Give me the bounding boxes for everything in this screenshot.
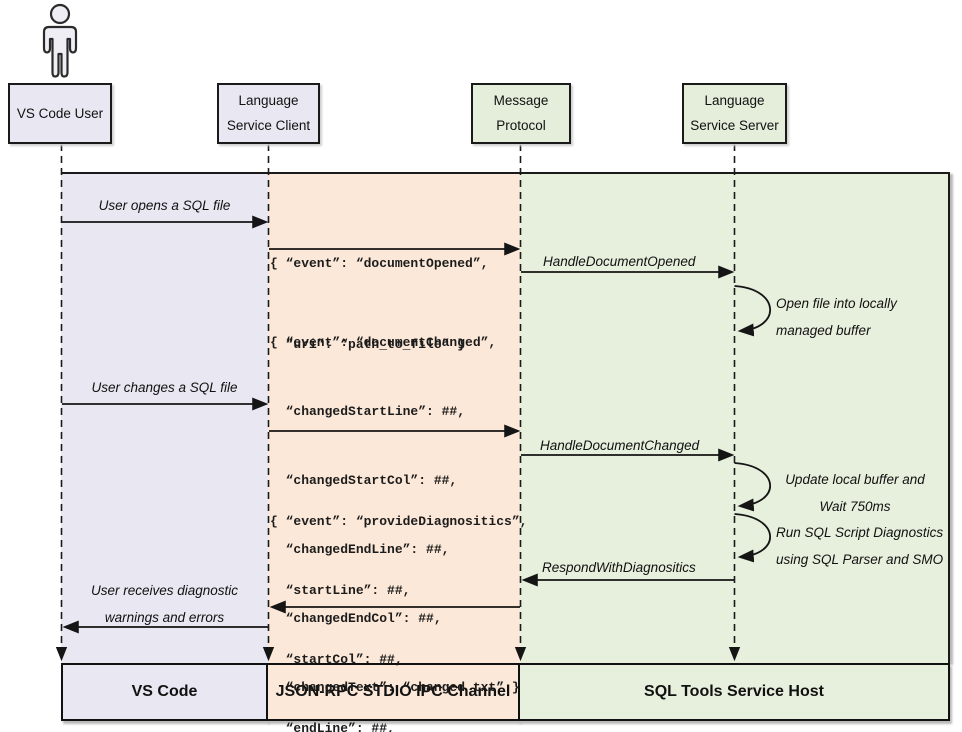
- label-user-changes-sql-file: User changes a SQL file: [91, 380, 238, 395]
- json-line: “changedEndLine”: ##,: [270, 542, 450, 557]
- label-user-receives-diagnostics: User receives diagnostic warnings and er…: [61, 577, 268, 631]
- actor-box-language-service-server: Language Service Server: [682, 83, 787, 144]
- json-line: “changedStartCol”: ##,: [270, 473, 458, 488]
- lane-ipc-channel: [268, 172, 520, 663]
- actor-label-line1: Message: [493, 93, 549, 108]
- json-line: “endLine”: ##,: [270, 721, 395, 732]
- actor-label-line1: Language: [238, 93, 299, 108]
- actor-label-line1: Language: [704, 93, 765, 108]
- json-line: { “event”: “documentChanged”,: [270, 335, 497, 350]
- json-payload-document-changed: { “event”: “documentChanged”, “changedSt…: [270, 285, 520, 732]
- json-line: “startCol”: ##,: [270, 652, 403, 667]
- lane-vscode: [61, 172, 268, 663]
- json-payload-document-opened: { “event”: “documentOpened”, “uri”: “pat…: [270, 196, 488, 412]
- footer-box-sql-tools-service-host: SQL Tools Service Host: [518, 663, 950, 721]
- json-payload-provide-diagnostics: { “event”: “provideDiagnositics”, “start…: [270, 464, 527, 732]
- note-line2: using SQL Parser and SMO: [776, 552, 944, 567]
- note-open-file-into-buffer: Open file into locally managed buffer: [776, 290, 897, 344]
- person-head: [49, 3, 71, 25]
- actor-label: VS Code User: [16, 105, 104, 121]
- label-line2: warnings and errors: [104, 610, 225, 625]
- label-handle-document-opened: HandleDocumentOpened: [543, 254, 696, 269]
- label-respond-with-diagnostics: RespondWithDiagnositics: [542, 560, 696, 575]
- actor-label-line2: Protocol: [496, 118, 546, 133]
- json-line: “uri”: “path_to_file” }: [270, 337, 466, 352]
- person-icon: [42, 3, 78, 78]
- json-line: “startLine”: ##,: [270, 583, 411, 598]
- json-line: { “event”: “provideDiagnositics”,: [270, 514, 528, 529]
- actor-box-language-service-client: Language Service Client: [217, 83, 320, 144]
- lane-service-host: [520, 172, 950, 663]
- person-body: [42, 25, 78, 78]
- note-line2: Wait 750ms: [819, 499, 891, 514]
- label-handle-document-changed: HandleDocumentChanged: [540, 438, 700, 453]
- json-line: “changedStartLine”: ##,: [270, 404, 466, 419]
- label-user-opens-sql-file: User opens a SQL file: [98, 198, 231, 213]
- note-run-sql-script-diagnostics: Run SQL Script Diagnostics using SQL Par…: [776, 519, 943, 573]
- actor-box-message-protocol: Message Protocol: [471, 83, 571, 144]
- footer-box-jsonrpc-channel: JSON-RPC STDIO IPC Channel: [266, 663, 520, 721]
- json-line: { “event”: “documentOpened”,: [270, 256, 489, 271]
- note-line2: managed buffer: [776, 323, 871, 338]
- actor-label-line2: Service Client: [226, 118, 311, 133]
- note-line1: Open file into locally: [776, 296, 897, 311]
- json-line: “changedEndCol”: ##,: [270, 611, 442, 626]
- actor-label-line2: Service Server: [690, 118, 779, 133]
- footer-box-vscode: VS Code: [61, 663, 268, 721]
- footer-label: JSON-RPC STDIO IPC Channel: [275, 683, 511, 700]
- json-line: “changedText”: “changed txt” }: [270, 680, 520, 695]
- actor-box-vscode-user: VS Code User: [8, 83, 112, 144]
- note-line1: Run SQL Script Diagnostics: [776, 525, 944, 540]
- label-line1: User receives diagnostic: [90, 583, 239, 598]
- note-line1: Update local buffer and: [785, 472, 925, 487]
- footer-label: VS Code: [131, 683, 198, 700]
- note-update-local-buffer: Update local buffer and Wait 750ms: [770, 466, 940, 520]
- footer-label: SQL Tools Service Host: [644, 683, 824, 700]
